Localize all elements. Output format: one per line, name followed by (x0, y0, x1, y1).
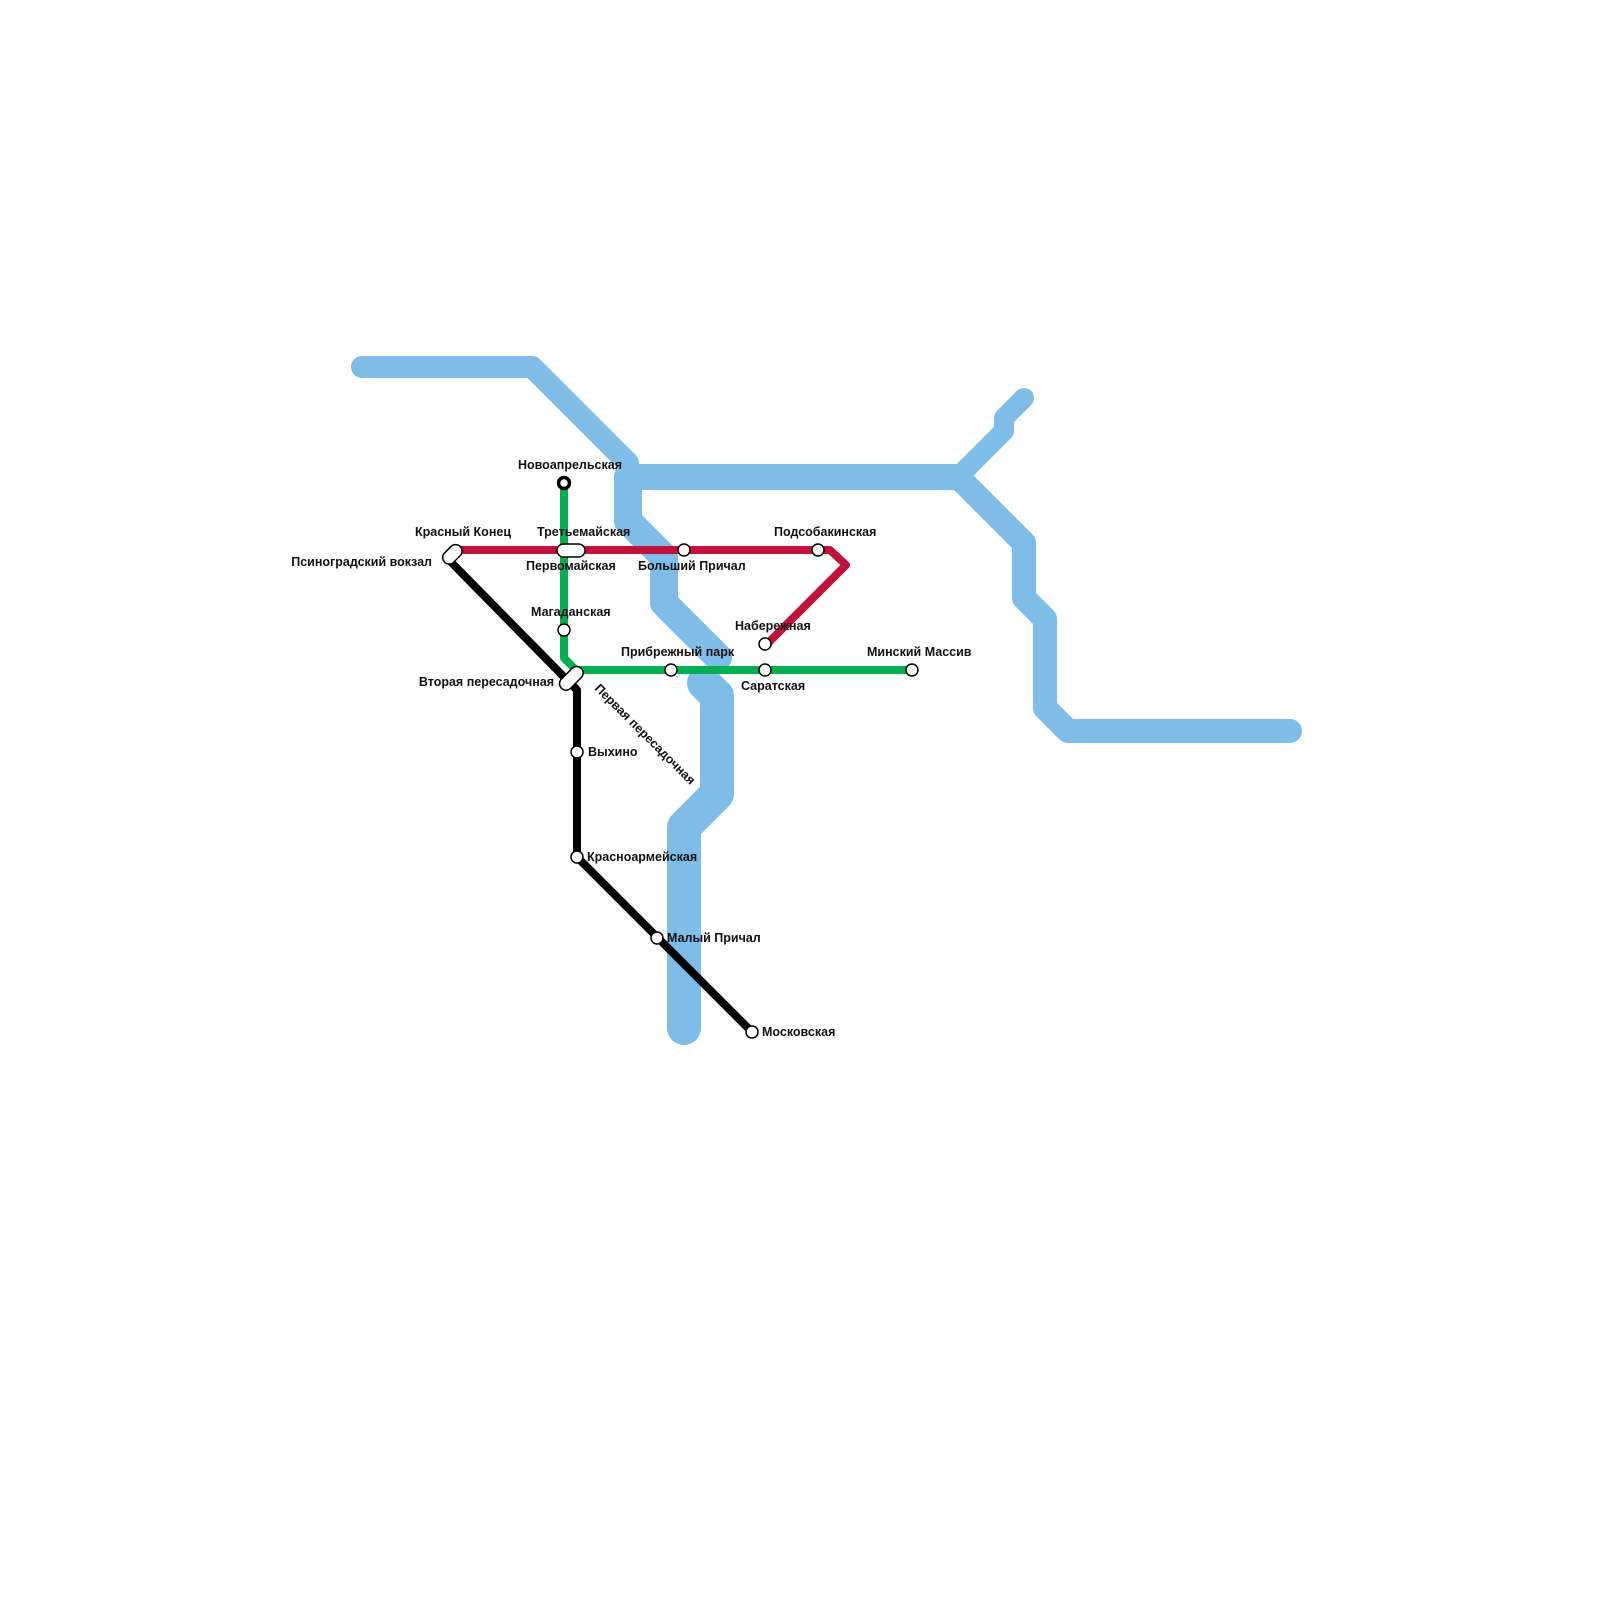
label-bolshoy-prichal: Больший Причал (638, 559, 746, 573)
station-marker-minsky-massiv[interactable] (905, 663, 919, 677)
river-northwest-arm (351, 356, 639, 474)
river-south-channel (667, 666, 734, 1045)
station-marker-maly-prichal[interactable] (650, 931, 664, 945)
label-podsobakinskaya: Подсобакинская (774, 525, 876, 539)
label-tretyemayskaya: Третьемайская (537, 525, 630, 539)
station-marker-naberezhnaya[interactable] (758, 637, 772, 651)
station-marker-saratskaya[interactable] (758, 663, 772, 677)
river-northeast-arm (948, 388, 1034, 487)
station-marker-psinogradsky-vokzal[interactable] (440, 542, 465, 567)
station-marker-vtoraya-peresadochnaya[interactable] (557, 664, 586, 693)
station-marker-novoaprelskaya[interactable] (556, 475, 572, 491)
station-marker-vykhino[interactable] (570, 745, 584, 759)
station-marker-tretyemayskaya-pervomayskaya[interactable] (556, 543, 586, 558)
label-krasnoarmeyskaya: Красноармейская (587, 850, 697, 864)
label-pervomayskaya: Первомайская (526, 559, 616, 573)
label-vykhino: Выхино (588, 745, 638, 759)
station-marker-moskovskaya[interactable] (745, 1025, 759, 1039)
label-minsky-massiv: Минский Массив (867, 645, 972, 659)
river-east-arm (946, 465, 1302, 743)
label-magadanskaya: Магаданская (531, 605, 611, 619)
station-marker-krasnoarmeyskaya[interactable] (570, 850, 584, 864)
station-marker-pribrezhny-park[interactable] (664, 663, 678, 677)
station-marker-podsobakinskaya[interactable] (811, 543, 825, 557)
label-naberezhnaya: Набережная (735, 619, 811, 633)
black-line (444, 555, 756, 1036)
label-saratskaya: Саратская (741, 679, 805, 693)
label-vtoraya-peresadochnaya: Вторая пересадочная (419, 675, 554, 689)
station-marker-magadanskaya[interactable] (557, 623, 571, 637)
label-novoaprelskaya: Новоапрельская (518, 458, 622, 472)
green-line (560, 479, 916, 674)
station-marker-bolshoy-prichal[interactable] (677, 543, 691, 557)
label-maly-prichal: Малый Причал (667, 931, 761, 945)
label-krasny-konets: Красный Конец (415, 525, 511, 539)
label-psinogradsky-vokzal: Псиноградский вокзал (291, 555, 432, 569)
stations (440, 475, 919, 1039)
red-line (451, 546, 850, 650)
label-pribrezhny-park: Прибрежный парк (621, 645, 735, 659)
label-moskovskaya: Московская (762, 1025, 835, 1039)
